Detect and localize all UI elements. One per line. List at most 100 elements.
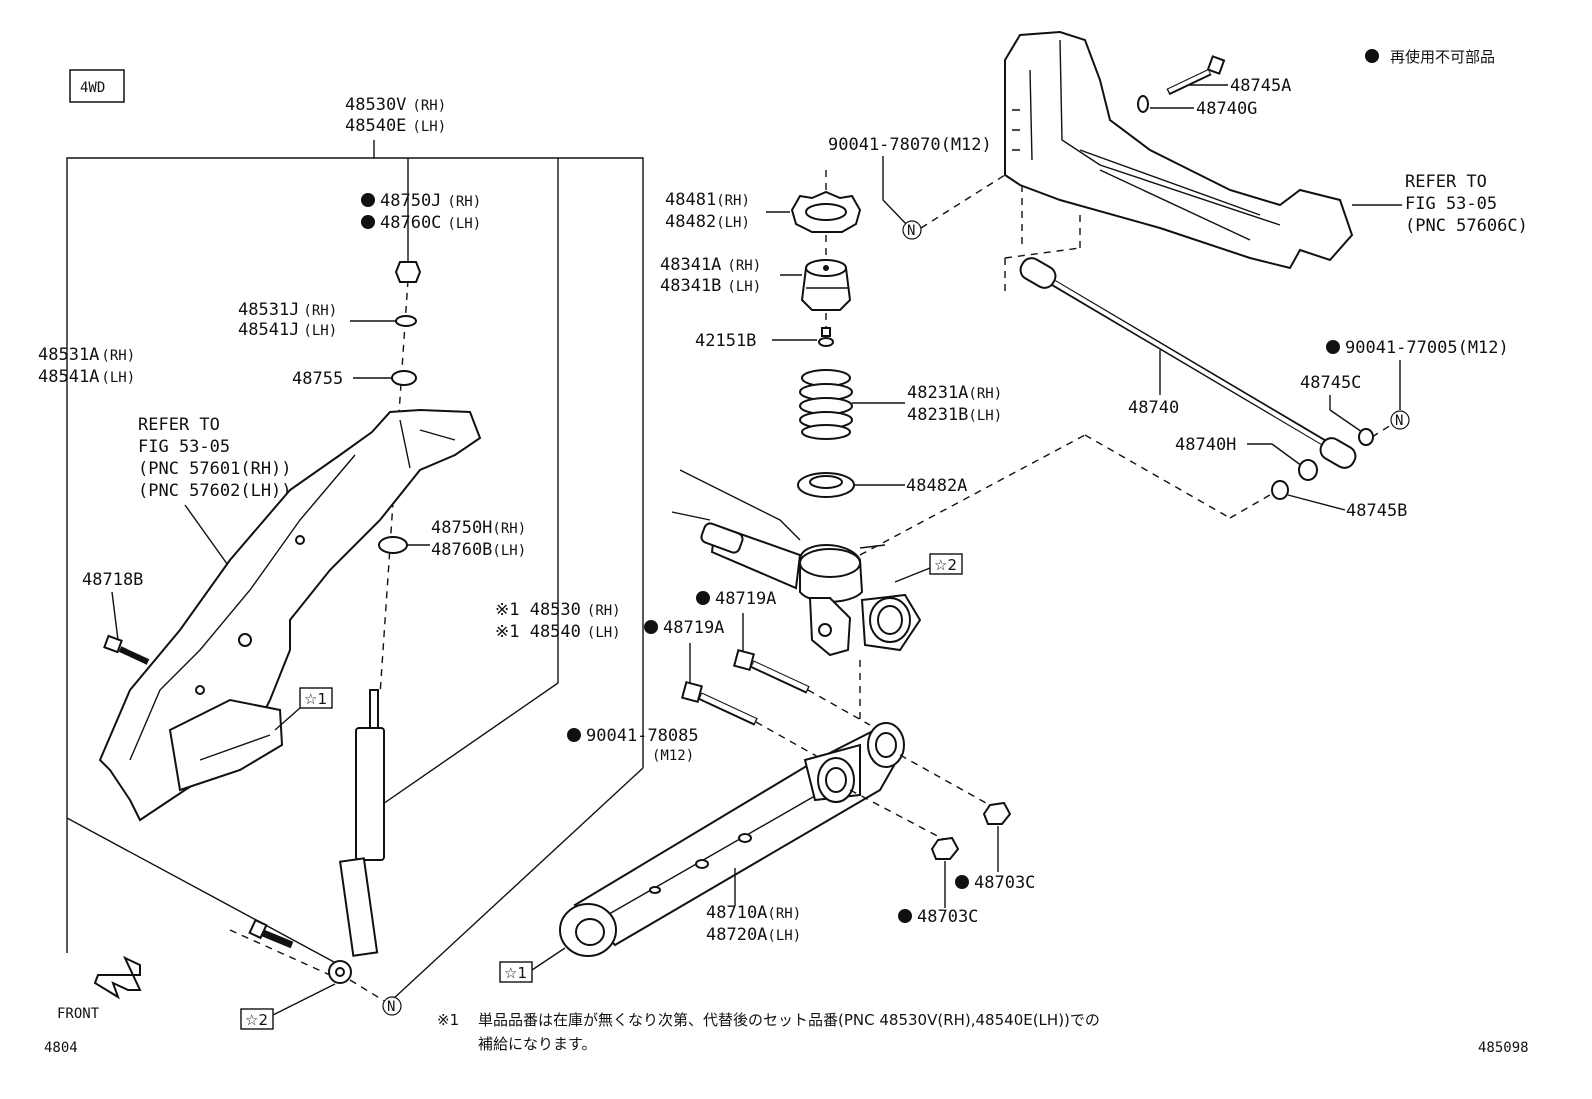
ref-left-line3: (PNC 57601(RH)) <box>138 459 292 479</box>
non-reusable-icon <box>955 875 969 889</box>
ref-left-line1: REFER TO <box>138 415 220 435</box>
nut-n-marker-right <box>1390 410 1410 430</box>
ref-right-line2: FIG 53-05 <box>1405 194 1497 214</box>
label-90041-78085: 90041-78085 <box>586 726 699 746</box>
bolt-48718B <box>103 634 150 665</box>
star1-marker-left <box>299 687 333 709</box>
nut-n-marker-center <box>902 220 922 240</box>
lower-control-arm <box>559 722 905 957</box>
ref-left-line2: FIG 53-05 <box>138 437 230 457</box>
bump-stopper <box>800 259 852 311</box>
star1-label-left: ☆1 <box>304 690 327 708</box>
non-reusable-icon <box>1326 340 1340 354</box>
non-reusable-icon <box>567 728 581 742</box>
label-48530: ※1 48530(RH) <box>495 600 621 620</box>
washer-48740G <box>1137 95 1149 113</box>
bushing-48755 <box>391 370 417 386</box>
label-48703C-1: 48703C <box>974 873 1035 893</box>
label-48231B: 48231B(LH) <box>907 405 1002 425</box>
label-48341A: 48341A(RH) <box>660 255 761 275</box>
front-label: FRONT <box>57 1006 100 1022</box>
label-48719A-2: 48719A <box>663 618 724 638</box>
label-48541A: 48541A(LH) <box>38 367 135 387</box>
label-48719A-1: 48719A <box>715 589 776 609</box>
non-reusable-icon <box>1365 49 1379 63</box>
ref-right-line3: (PNC 57606C) <box>1405 216 1528 236</box>
note-mark: ※1 <box>437 1011 459 1029</box>
label-48530V: 48530V(RH) <box>345 95 446 115</box>
nut-48703C-2 <box>930 836 960 860</box>
non-reusable-icon <box>644 620 658 634</box>
variant-box: 4WD <box>69 69 125 103</box>
upper-spring-seat <box>790 190 862 233</box>
label-48481: 48481(RH) <box>665 190 750 210</box>
label-48540: ※1 48540(LH) <box>495 622 621 642</box>
label-48745B: 48745B <box>1346 501 1407 521</box>
shock-absorber <box>328 689 385 984</box>
legend: 再使用不可部品 <box>1365 48 1495 66</box>
star1-marker-right <box>499 961 533 983</box>
bolt-48719A-lower <box>680 680 758 726</box>
non-reusable-icon <box>898 909 912 923</box>
nut-n-marker-left <box>382 996 402 1016</box>
label-48482: 48482(LH) <box>665 212 750 232</box>
body-frame-right <box>1004 30 1354 270</box>
label-48531J: 48531J(RH) <box>238 300 337 320</box>
coil-spring <box>799 369 853 440</box>
star2-marker-left <box>240 1008 274 1030</box>
label-48341B: 48341B(LH) <box>660 276 761 296</box>
label-48720A: 48720A(LH) <box>706 925 801 945</box>
variant-label: 4WD <box>80 80 105 96</box>
shock-lower-bolt <box>229 918 331 976</box>
bolt-42151B <box>818 327 834 347</box>
label-42151B: 42151B <box>695 331 756 351</box>
label-48231A: 48231A(RH) <box>907 383 1002 403</box>
bolt-48719A-upper <box>732 648 810 694</box>
label-48760C: 48760C(LH) <box>380 213 481 233</box>
body-frame-left <box>98 408 482 822</box>
label-48740: 48740 <box>1128 398 1179 418</box>
label-48745C: 48745C <box>1300 373 1361 393</box>
star2-label-right: ☆2 <box>934 556 957 574</box>
non-reusable-icon <box>361 215 375 229</box>
legend-text: 再使用不可部品 <box>1390 48 1495 66</box>
washer-48740H <box>1298 459 1318 481</box>
non-reusable-icon <box>696 591 710 605</box>
note-line2: 補給になります。 <box>478 1035 597 1053</box>
label-48750H: 48750H(RH) <box>431 518 526 538</box>
bolt-48745A <box>1166 55 1226 96</box>
page-number-left: 4804 <box>44 1040 78 1056</box>
ref-left-line4: (PNC 57602(LH)) <box>138 481 292 501</box>
nut-48703C-1 <box>982 801 1012 825</box>
label-48755: 48755 <box>292 369 343 389</box>
washer-48745B <box>1271 480 1289 500</box>
axle-housing <box>671 469 922 657</box>
label-48718B: 48718B <box>82 570 143 590</box>
label-48750J: 48750J(RH) <box>380 191 481 211</box>
shock-assembly-bracket <box>66 140 644 1001</box>
label-48760B: 48760B(LH) <box>431 540 526 560</box>
label-48740H: 48740H <box>1175 435 1236 455</box>
label-90041-77005: 90041-77005(M12) <box>1345 338 1509 358</box>
label-48531A: 48531A(RH) <box>38 345 135 365</box>
note-line1: 単品品番は在庫が無くなり次第、代替後のセット品番(PNC 48530V(RH),… <box>478 1011 1100 1029</box>
nut-48745C <box>1358 428 1374 446</box>
page-number-right: 485098 <box>1478 1040 1529 1056</box>
label-48482A: 48482A <box>906 476 967 496</box>
label-48745A: 48745A <box>1230 76 1291 96</box>
n-label-center: N <box>907 223 915 239</box>
lower-spring-seat <box>797 472 855 498</box>
front-arrow-icon <box>93 955 142 1000</box>
n-label-right: N <box>1395 413 1403 429</box>
top-nut <box>394 261 422 283</box>
label-90041-78070: 90041-78070(M12) <box>828 135 992 155</box>
seat-48750H <box>378 536 408 554</box>
label-48541J: 48541J(LH) <box>238 320 337 340</box>
star1-label-right: ☆1 <box>504 964 527 982</box>
n-label-left: N <box>387 999 395 1015</box>
label-48540E: 48540E(LH) <box>345 116 446 136</box>
label-48703C-2: 48703C <box>917 907 978 927</box>
lateral-rod <box>1019 257 1357 469</box>
